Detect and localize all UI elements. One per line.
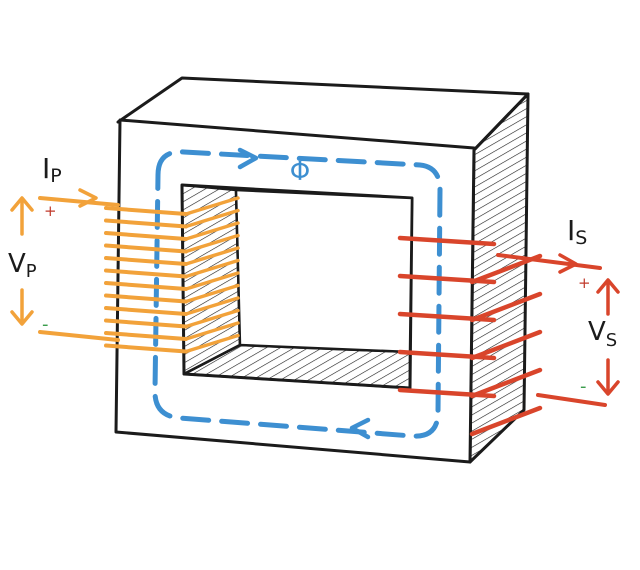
flux-label: Φ bbox=[290, 157, 310, 187]
secondary-current-arrowhead-icon bbox=[558, 253, 578, 274]
primary-minus-mark: - bbox=[42, 314, 49, 335]
primary-turn-front bbox=[104, 243, 188, 254]
primary-turn-back bbox=[184, 196, 240, 216]
primary-turn-back bbox=[184, 271, 240, 291]
primary-turn-back bbox=[184, 221, 240, 241]
secondary-turn-front bbox=[397, 273, 497, 285]
secondary-lead-bottom bbox=[536, 393, 607, 407]
flux-loop bbox=[152, 149, 443, 439]
primary-turn-front bbox=[104, 343, 188, 354]
primary-turn-back bbox=[184, 321, 240, 341]
secondary-voltage-label: VS bbox=[588, 317, 617, 351]
window-opening bbox=[234, 188, 414, 354]
secondary-plus-mark: + bbox=[578, 274, 591, 292]
primary-lead-bottom bbox=[38, 330, 120, 342]
primary-turn-front bbox=[104, 306, 188, 316]
primary-turn-back bbox=[184, 208, 240, 229]
primary-voltage-label: VP bbox=[8, 249, 37, 282]
transformer-core bbox=[114, 76, 530, 464]
secondary-turn-front bbox=[397, 235, 497, 247]
primary-turn-back bbox=[184, 308, 240, 329]
primary-turn-front bbox=[104, 231, 188, 241]
primary-turn-back bbox=[184, 333, 240, 354]
flux-arrowhead-icon bbox=[237, 147, 259, 170]
primary-turn-front bbox=[104, 293, 188, 304]
primary-turn-front bbox=[104, 256, 188, 266]
flux-path: Φ bbox=[152, 147, 443, 440]
primary-current-label: IP bbox=[42, 152, 62, 187]
primary-turn-back bbox=[184, 233, 240, 254]
primary-turn-front bbox=[104, 331, 188, 341]
flux-arrowhead-icon bbox=[349, 417, 371, 440]
secondary-turn-front bbox=[397, 349, 497, 361]
primary-turn-back bbox=[184, 296, 240, 316]
secondary-labels: IS VS + - bbox=[567, 214, 620, 397]
primary-turn-front bbox=[104, 318, 188, 329]
primary-labels: IP VP + - bbox=[8, 152, 98, 335]
secondary-turn-front bbox=[397, 311, 497, 323]
secondary-voltage-double-arrow-icon bbox=[596, 278, 620, 396]
primary-turn-back bbox=[184, 283, 240, 304]
secondary-turn-front bbox=[397, 387, 497, 399]
primary-turn-front bbox=[104, 268, 188, 279]
secondary-turn-side bbox=[469, 367, 543, 399]
secondary-lead-top bbox=[496, 253, 602, 270]
primary-voltage-double-arrow-icon bbox=[10, 196, 34, 326]
primary-winding bbox=[38, 196, 240, 354]
secondary-winding bbox=[397, 235, 607, 437]
primary-turn-back bbox=[184, 258, 240, 279]
primary-turn-front bbox=[104, 206, 188, 216]
secondary-minus-mark: - bbox=[580, 376, 587, 397]
primary-current-arrowhead-icon bbox=[78, 188, 98, 208]
secondary-turn-side bbox=[469, 253, 543, 285]
primary-plus-mark: + bbox=[44, 202, 57, 220]
secondary-turn-side bbox=[469, 291, 543, 323]
primary-turn-front bbox=[104, 218, 188, 229]
primary-lead-top bbox=[38, 196, 120, 207]
primary-turn-back bbox=[184, 246, 240, 266]
secondary-current-label: IS bbox=[567, 214, 587, 249]
secondary-turn-side bbox=[469, 329, 543, 361]
secondary-turn-side bbox=[469, 405, 543, 437]
primary-turn-front bbox=[104, 281, 188, 291]
